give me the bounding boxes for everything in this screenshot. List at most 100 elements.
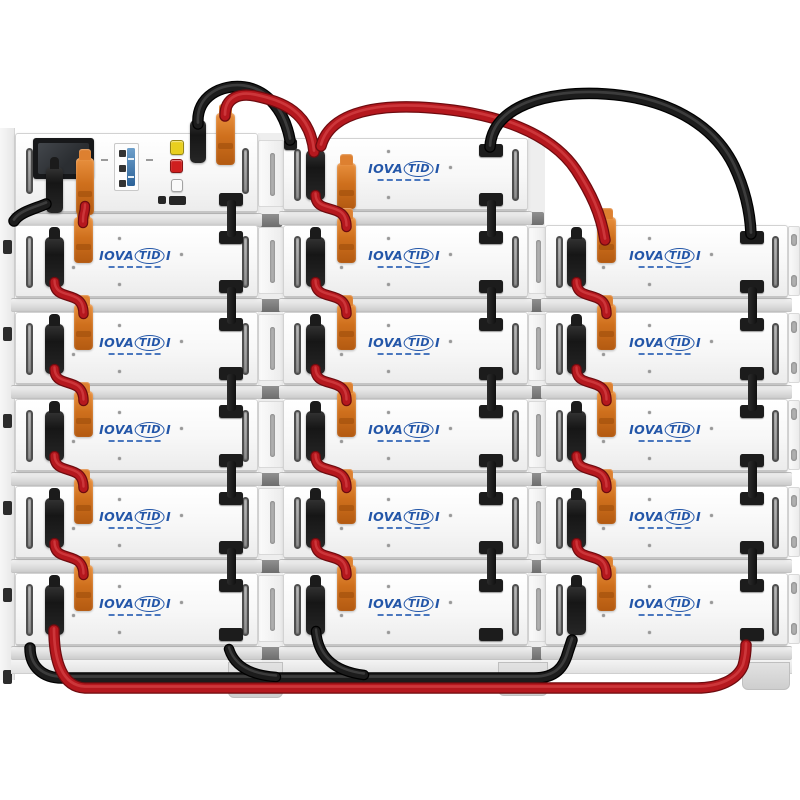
rack-shelf <box>541 646 792 660</box>
rack-ear <box>528 227 546 294</box>
handle-left-icon <box>294 410 301 462</box>
panel-label-icon <box>101 159 108 161</box>
rack-ear <box>258 575 284 642</box>
handle-left-icon <box>556 323 563 375</box>
handle-right-icon <box>512 584 519 636</box>
screw-icon <box>340 614 343 617</box>
gap-recess-icon <box>259 473 282 486</box>
screw-icon <box>648 283 651 286</box>
screw-icon <box>72 353 75 356</box>
ear-slot-icon <box>270 414 275 457</box>
orange-power-connector <box>337 154 356 209</box>
ear-notch-icon <box>791 623 797 635</box>
rack-shelf <box>11 385 262 399</box>
series-link-jumper <box>227 461 236 498</box>
logo-tagline-icon <box>639 266 692 268</box>
black-power-connector <box>190 110 206 163</box>
logo-tagline-icon <box>109 440 162 442</box>
handle-left-icon <box>26 410 33 462</box>
logo-tagline-icon <box>639 440 692 442</box>
ear-notch-icon <box>791 275 797 287</box>
orange-power-connector <box>337 556 356 611</box>
cable-black-control-to-middle <box>196 83 292 140</box>
screw-icon <box>449 427 452 430</box>
bottom-bracket-lip <box>11 660 262 674</box>
screw-icon <box>118 457 121 460</box>
link-socket <box>740 628 764 641</box>
link-socket <box>219 405 243 418</box>
handle-left-icon <box>556 410 563 462</box>
rack-shelf <box>11 472 262 486</box>
breaker-lever-icon <box>127 148 135 186</box>
link-socket <box>219 541 243 554</box>
screw-icon <box>118 498 121 501</box>
screw-icon <box>602 527 605 530</box>
screw-icon <box>648 631 651 634</box>
screw-icon <box>710 253 713 256</box>
series-link-jumper <box>227 548 236 585</box>
orange-power-connector <box>597 208 616 263</box>
black-power-connector <box>306 488 325 548</box>
screw-icon <box>648 498 651 501</box>
handle-left-icon <box>26 584 33 636</box>
handle-left-icon <box>294 584 301 636</box>
screw-icon <box>449 601 452 604</box>
black-power-connector <box>45 314 64 374</box>
gap-recess-icon <box>259 386 282 399</box>
gap-recess-icon <box>259 299 282 312</box>
handle-left-icon <box>26 148 33 194</box>
series-link-jumper <box>487 287 496 324</box>
rail-slot-icon <box>3 240 12 254</box>
logo-tagline-icon <box>378 266 431 268</box>
black-power-connector <box>45 401 64 461</box>
logo-tagline-icon <box>378 614 431 616</box>
link-socket <box>740 405 764 418</box>
logo-tagline-icon <box>378 179 431 181</box>
series-link-jumper <box>227 200 236 237</box>
handle-left-icon <box>294 236 301 288</box>
orange-power-connector <box>74 382 93 437</box>
logo-tagline-icon <box>639 614 692 616</box>
handle-right-icon <box>772 410 779 462</box>
black-power-connector <box>45 575 64 635</box>
link-socket <box>479 318 503 331</box>
handle-right-icon <box>512 236 519 288</box>
cable-black-control-to-middle <box>192 80 296 146</box>
logo-tagline-icon <box>109 614 162 616</box>
series-link-jumper <box>748 548 757 585</box>
screw-icon <box>602 614 605 617</box>
handle-left-icon <box>26 497 33 549</box>
logo-tagline-icon <box>378 353 431 355</box>
handle-left-icon <box>294 323 301 375</box>
rack-shelf <box>11 559 262 573</box>
link-socket <box>219 193 243 206</box>
link-socket <box>219 454 243 467</box>
screw-icon <box>118 283 121 286</box>
rail-slot-icon <box>3 327 12 341</box>
screw-icon <box>72 527 75 530</box>
bottom-bracket <box>498 662 548 696</box>
handle-right-icon <box>512 497 519 549</box>
ear-notch-icon <box>791 495 797 507</box>
rail-slot-icon <box>3 501 12 515</box>
black-power-connector <box>45 227 64 287</box>
button-red <box>170 159 183 173</box>
handle-left-icon <box>294 497 301 549</box>
screw-icon <box>710 601 713 604</box>
screw-icon <box>340 527 343 530</box>
link-socket <box>479 579 503 592</box>
black-power-connector <box>306 227 325 287</box>
link-socket <box>740 367 764 380</box>
series-link-jumper <box>487 461 496 498</box>
